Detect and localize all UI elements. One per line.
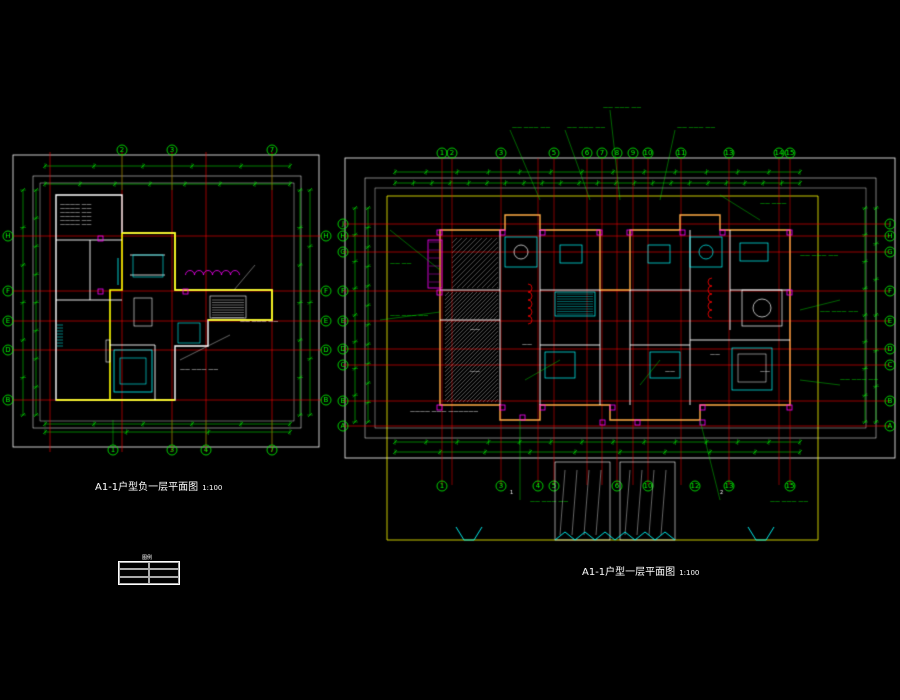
left-plan-scale: 1:100 — [202, 484, 223, 492]
left-plan-title-text: A1-1户型负一层平面图 — [95, 482, 199, 493]
legend-title: 图例 — [142, 555, 153, 561]
right-plan-scale: 1:100 — [679, 569, 700, 577]
legend-table — [118, 561, 180, 585]
right-plan-title-text: A1-1户型一层平面图 — [582, 567, 676, 578]
